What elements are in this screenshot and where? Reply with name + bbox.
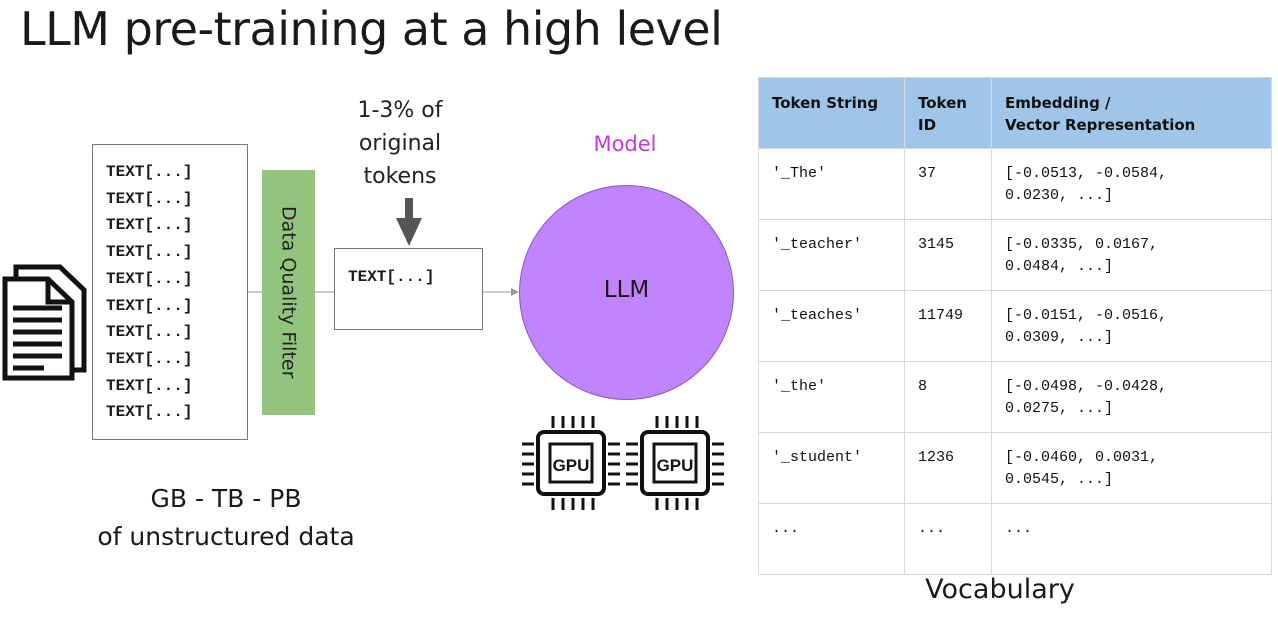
token-percentage-label: 1-3% of original tokens <box>357 98 443 189</box>
raw-text-line: TEXT[...] <box>106 189 193 208</box>
token-string-cell: ... <box>758 503 905 575</box>
gpu-chip-icon: GPU <box>522 416 620 510</box>
raw-text-line: TEXT[...] <box>106 376 193 395</box>
gpu-label: GPU <box>657 456 694 475</box>
embedding-cell: [-0.0460, 0.0031, 0.0545, ...] <box>991 432 1272 504</box>
filter-label: Data Quality Filter <box>277 206 300 379</box>
embedding-cell: [-0.0498, -0.0428, 0.0275, ...] <box>991 361 1272 433</box>
gpu-icons: GPU GPU <box>522 416 724 510</box>
column-header: Token ID <box>904 77 992 149</box>
token-string-cell: '_teacher' <box>758 219 905 291</box>
embedding-cell: ... <box>991 503 1272 575</box>
token-string-cell: '_teaches' <box>758 290 905 362</box>
raw-text-line: TEXT[...] <box>106 349 193 368</box>
filtered-data-box <box>334 248 483 330</box>
table-header-row: Token String Token ID Embedding / Vector… <box>758 77 1272 149</box>
data-quality-filter <box>262 170 315 415</box>
table-row: '_The'37[-0.0513, -0.0584, 0.0230, ...] <box>758 148 1272 220</box>
token-id-cell: 11749 <box>904 290 992 362</box>
gpu-chip-icon: GPU <box>626 416 724 510</box>
raw-text-line: TEXT[...] <box>106 296 193 315</box>
token-string-cell: '_the' <box>758 361 905 433</box>
vocabulary-table: Token String Token ID Embedding / Vector… <box>758 77 1272 575</box>
token-string-cell: '_student' <box>758 432 905 504</box>
raw-text-line: TEXT[...] <box>106 163 193 181</box>
column-header: Token String <box>758 77 905 149</box>
table-row: '_teaches'11749[-0.0151, -0.0516, 0.0309… <box>758 290 1272 362</box>
embedding-cell: [-0.0335, 0.0167, 0.0484, ...] <box>991 219 1272 291</box>
data-size-label: GB - TB - PB of unstructured data <box>97 484 355 551</box>
raw-text-line: TEXT[...] <box>106 243 193 262</box>
raw-text-line: TEXT[...] <box>106 269 193 288</box>
gpu-label: GPU <box>553 456 590 475</box>
table-row: '_the'8[-0.0498, -0.0428, 0.0275, ...] <box>758 361 1272 433</box>
token-id-cell: 1236 <box>904 432 992 504</box>
vocabulary-caption: Vocabulary <box>925 574 1075 605</box>
raw-data-box <box>92 144 248 440</box>
token-string-cell: '_The' <box>758 148 905 220</box>
filtered-text: TEXT[...] <box>348 268 435 286</box>
token-id-cell: 8 <box>904 361 992 433</box>
token-id-cell: 37 <box>904 148 992 220</box>
llm-label: LLM <box>603 277 650 303</box>
embedding-cell: [-0.0513, -0.0584, 0.0230, ...] <box>991 148 1272 220</box>
raw-text-line: TEXT[...] <box>106 323 193 342</box>
model-label: Model <box>593 132 657 156</box>
raw-text-line: TEXT[...] <box>106 216 193 235</box>
token-id-cell: ... <box>904 503 992 575</box>
table-row: ......... <box>758 503 1272 575</box>
token-id-cell: 3145 <box>904 219 992 291</box>
column-header: Embedding / Vector Representation <box>991 77 1272 149</box>
table-row: '_student'1236[-0.0460, 0.0031, 0.0545, … <box>758 432 1272 504</box>
table-row: '_teacher'3145[-0.0335, 0.0167, 0.0484, … <box>758 219 1272 291</box>
slide-title: LLM pre-training at a high level <box>20 2 723 56</box>
embedding-cell: [-0.0151, -0.0516, 0.0309, ...] <box>991 290 1272 362</box>
raw-text-line: TEXT[...] <box>106 403 193 422</box>
llm-circle <box>519 185 734 400</box>
document-stack-icon <box>2 264 87 381</box>
